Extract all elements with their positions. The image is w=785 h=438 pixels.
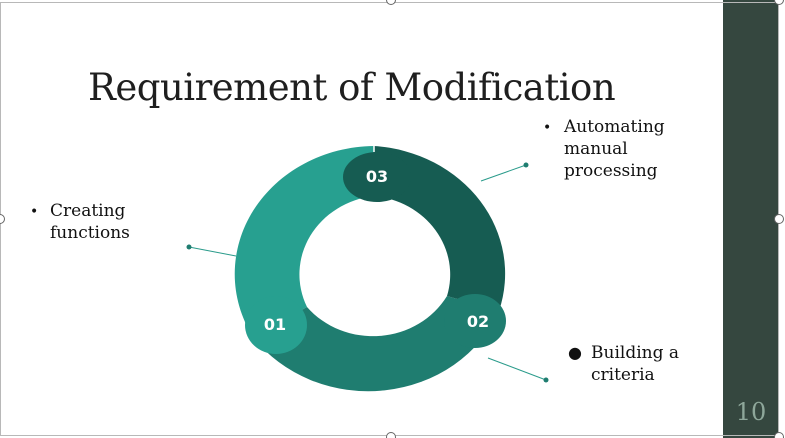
bullet-line: Creating: [50, 201, 126, 221]
connector-dot-03: [523, 162, 529, 168]
badge-label-03: 03: [366, 167, 388, 186]
bullet-line: functions: [50, 223, 130, 243]
bullet-dot-icon: ●: [568, 343, 582, 362]
badge-02[interactable]: [444, 294, 506, 348]
badge-03[interactable]: [343, 152, 411, 202]
bullet-line: Automating: [564, 117, 665, 137]
bullet-line: processing: [564, 161, 658, 181]
bullet-line: Building a: [591, 343, 680, 363]
slide-title[interactable]: Requirement of Modification: [88, 66, 616, 109]
bullet-line: criteria: [591, 365, 655, 385]
bullet-dot-icon: •: [30, 204, 39, 220]
badge-label-01: 01: [264, 315, 286, 334]
connector-line-01: [188, 246, 237, 257]
slide-number: 10: [735, 398, 767, 426]
badge-label-02: 02: [467, 312, 489, 331]
ring-segment-02[interactable]: [253, 296, 499, 392]
bullet-automating-manual-processing[interactable]: • Automating manual processing: [543, 116, 665, 182]
resize-handle-bottom-right[interactable]: [774, 432, 784, 438]
resize-handle-bottom-center[interactable]: [386, 432, 396, 438]
side-panel: [723, 0, 779, 438]
badge-01[interactable]: [245, 296, 307, 354]
bullet-dot-icon: •: [543, 120, 552, 136]
connector-dot-02: [543, 377, 549, 383]
bullet-creating-functions[interactable]: • Creating functions: [30, 200, 130, 244]
bullet-building-a-criteria[interactable]: ● Building a criteria: [568, 342, 680, 386]
bullet-line: manual: [564, 139, 628, 159]
connector-line-02: [487, 357, 547, 381]
connector-dot-01: [186, 244, 192, 250]
connector-line-03: [480, 164, 527, 182]
ring-segment-01[interactable]: [234, 146, 374, 337]
resize-handle-middle-right[interactable]: [774, 214, 784, 224]
